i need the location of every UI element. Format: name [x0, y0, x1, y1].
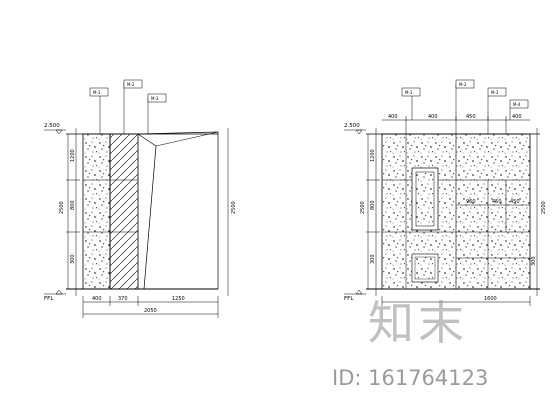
right-total-height-right: 2500: [541, 201, 547, 214]
left-level-top: 2.500: [44, 123, 60, 129]
left-bottom-3: 1250: [172, 296, 185, 302]
left-seg-1: 1200: [70, 149, 76, 162]
right-top-2: 400: [428, 114, 438, 120]
left-tag-1: M-1: [93, 90, 101, 95]
right-top-4: 400: [512, 114, 522, 120]
left-tag-2: M-2: [127, 82, 135, 87]
left-overall-width: 2050: [144, 308, 157, 314]
left-bottom-2: 370: [118, 296, 128, 302]
right-seg-1: 1200: [370, 149, 376, 162]
left-total-height-left: 2500: [59, 201, 65, 214]
watermark-id: ID: 161764123: [332, 366, 489, 390]
left-bottom-1: 400: [92, 296, 102, 302]
right-seg-3: 300: [370, 254, 376, 264]
right-inner-2: 450: [492, 199, 502, 205]
watermark-logo: 知末: [368, 296, 468, 350]
right-seg-right: 300: [531, 256, 537, 266]
left-seg-2: 800: [70, 200, 76, 210]
right-elevation: [344, 79, 540, 306]
left-seg-3: 300: [70, 254, 76, 264]
right-tag-3: M-3: [491, 90, 499, 95]
left-total-height-right: 2500: [231, 201, 237, 214]
right-inner-1: 960: [466, 199, 476, 205]
right-total-height-left: 2500: [360, 201, 366, 214]
right-seg-2: 800: [370, 200, 376, 210]
left-tag-3: M-3: [151, 96, 159, 101]
right-bottom-1: 1600: [484, 296, 497, 302]
right-top-3: 450: [466, 114, 476, 120]
right-level-top: 2.500: [344, 123, 360, 129]
right-level-floor: FFL: [344, 296, 354, 302]
right-tag-4: M-4: [513, 102, 521, 107]
right-inner-3: 450: [510, 199, 520, 205]
left-level-floor: FFL: [44, 296, 54, 302]
left-elevation: [44, 79, 229, 318]
right-top-1: 400: [388, 114, 398, 120]
right-tag-1: M-1: [405, 90, 413, 95]
right-tag-2: M-2: [459, 82, 467, 87]
